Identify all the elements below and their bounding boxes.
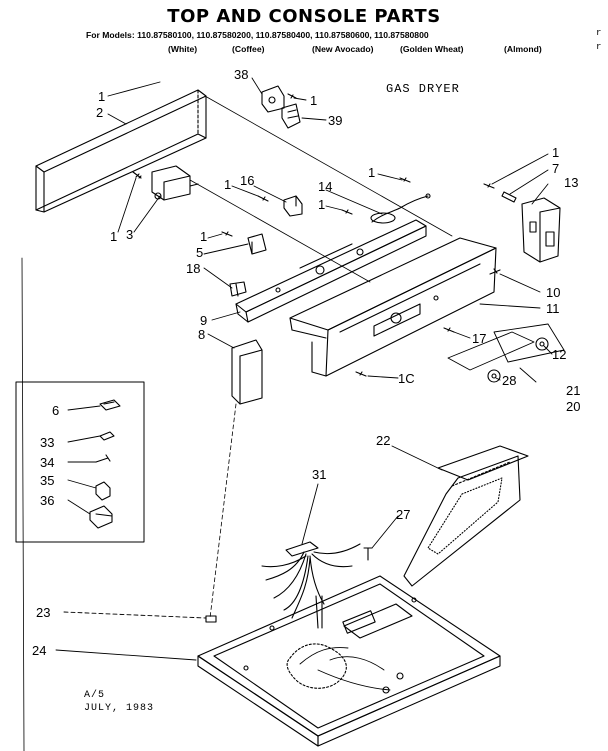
part-14-wire-harness [370,193,431,224]
callout-21: 21 [566,383,581,398]
callout-14: 14 [318,179,333,194]
part-35-bracket [95,481,111,501]
model-color: (New Avocado) [312,44,374,54]
screw [399,177,411,183]
model-color: (Almond) [504,44,542,54]
part-11-console [289,237,497,377]
screw [257,195,269,202]
callout-20: 20 [566,399,581,414]
callout-10: 1C [398,371,415,386]
model-color: (White) [168,44,198,54]
callout-6: 6 [52,403,60,418]
model-color: (Golden Wheat) [400,44,464,54]
callout-10: 10 [546,285,561,300]
part-16-switch [283,195,303,217]
callout-5: 5 [196,245,204,260]
callout-23: 23 [36,605,51,620]
part-2-trim-panel [35,89,207,213]
part-20-knob-set [447,323,565,383]
part-8-panel [231,339,263,405]
inset-parts-box [15,381,145,543]
callout-11: 11 [546,301,560,316]
part-34-pin [95,454,111,463]
callout-8: 8 [198,327,206,342]
callout-24: 24 [32,643,47,658]
screw [221,231,233,237]
callout-38: 38 [234,67,249,82]
screw [489,268,501,275]
callout-12: 12 [552,347,567,362]
part-9-control-bracket [235,219,427,323]
part-36-connector [89,505,113,529]
screw [443,327,455,333]
screw [287,93,297,99]
callout-36: 36 [40,493,55,508]
part-31-harness [261,541,361,629]
part-7-spacer [501,191,517,203]
part-24-top-panel [197,575,501,747]
leader-line [209,403,237,619]
callout-1: 1 [310,93,318,108]
callout-1: 1 [318,197,326,212]
edge-mark: r [596,42,602,52]
screw [483,183,495,189]
screw [132,171,142,179]
model-number: 110.87580100, [137,30,194,40]
callout-leaders [55,77,553,661]
callout-1: 1 [552,145,560,160]
model-number: 110.87580200, [196,30,254,40]
page-title: TOP AND CONSOLE PARTS [167,6,441,27]
callout-22: 22 [376,433,391,448]
part-27-screw [363,547,373,561]
part-33-wire-clip [99,431,115,441]
callout-13: 13 [564,175,579,190]
callout-39: 39 [328,113,343,128]
callout-1: 1 [110,229,118,244]
leader-line [189,179,371,283]
part-13-end-cap [521,197,561,263]
callout-9: 9 [200,313,208,328]
screw [341,209,353,215]
callout-1: 1 [98,89,106,104]
model-numbers-line: For Models: 110.87580100, 110.87580200, … [86,30,429,40]
part-18-lamp-socket [229,281,247,297]
callout-3: 3 [126,227,134,242]
callout-18: 18 [186,261,201,276]
diagram-subtitle: GAS DRYER [386,82,460,96]
callout-34: 34 [40,455,55,470]
callout-33: 33 [40,435,55,450]
callout-7: 7 [552,161,560,176]
callout-1: 1 [200,229,208,244]
part-22-lid [403,445,529,587]
part-3-timer [151,165,199,201]
part-39-clip [281,103,301,129]
part-38-bracket [261,85,285,113]
callout-1: 1 [368,165,376,180]
callout-1: 1 [224,177,232,192]
models-prefix: For Models: [86,30,135,40]
part-23-pin [205,615,217,623]
callout-35: 35 [40,473,55,488]
callout-17: 17 [472,331,487,346]
screw [355,371,367,377]
callout-2: 2 [96,105,104,120]
footer-code: A/5 [84,690,106,701]
model-number: 110.87580600, [314,30,372,40]
margin-rule [21,257,25,751]
callout-16: 16 [240,173,255,188]
model-number: 110.87580800 [374,30,429,40]
part-6-clip [99,399,121,411]
callout-28: 28 [502,373,517,388]
footer-date: JULY, 1983 [84,703,155,714]
callout-31: 31 [312,467,327,482]
model-number: 110.87580400, [255,30,313,40]
model-color: (Coffee) [232,44,265,54]
callout-27: 27 [396,507,411,522]
leader-line [204,95,453,237]
edge-mark: r [596,28,602,38]
part-5-bracket [247,233,267,255]
